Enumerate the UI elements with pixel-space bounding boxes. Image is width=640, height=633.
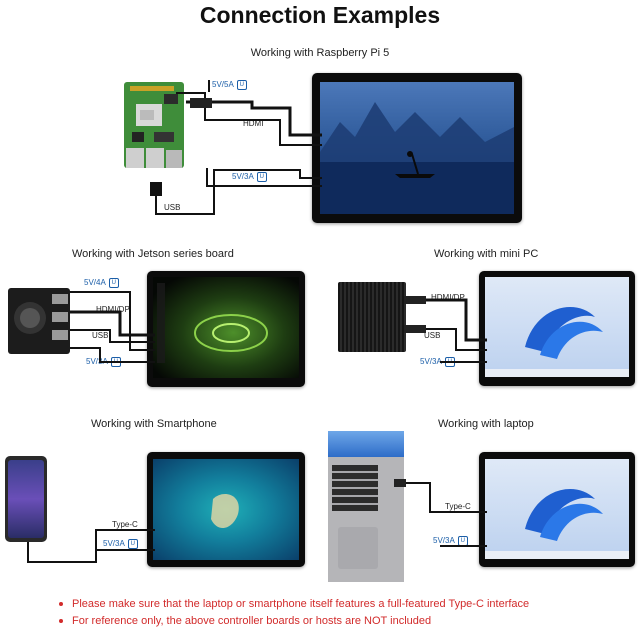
caption-mini-pc: Working with mini PC (434, 248, 539, 260)
windows-wallpaper (485, 277, 629, 377)
smartphone (5, 456, 47, 542)
bullet-icon (59, 619, 63, 624)
rpi-hdmi-label: HDMI (243, 119, 264, 128)
rpi-usb-label: USB (164, 203, 181, 212)
nvidia-wallpaper (153, 277, 299, 378)
laptop-typec-label: Type-C (445, 502, 471, 511)
bullet-icon (59, 602, 63, 607)
ocean-wallpaper (153, 459, 299, 560)
display-monitor-laptop (479, 452, 635, 567)
caption-jetson: Working with Jetson series board (72, 248, 234, 260)
page-title: Connection Examples (199, 2, 441, 28)
caption-smartphone: Working with Smartphone (91, 418, 217, 430)
minipc-usb-label: USB (424, 331, 441, 340)
display-monitor-minipc (479, 271, 635, 386)
display-monitor-jetson (147, 271, 305, 387)
caption-raspberry-pi: Working with Raspberry Pi 5 (250, 47, 390, 59)
jetson-usb-label: USB (92, 331, 109, 340)
laptop-keyboard (328, 457, 404, 582)
laptop (328, 431, 404, 582)
jetson-board (6, 284, 74, 358)
display-monitor-smartphone (147, 452, 305, 567)
smartphone-screen (8, 460, 44, 538)
raspberry-pi-board (122, 80, 186, 176)
note-typec-requirement: Please make sure that the laptop or smar… (59, 598, 529, 610)
windows-wallpaper-laptop (485, 459, 629, 559)
note-not-included: For reference only, the above controller… (59, 615, 431, 627)
laptop-screen (328, 431, 404, 457)
jetson-hdmi-label: HDMI/DP (96, 305, 130, 314)
caption-laptop: Working with laptop (438, 418, 534, 430)
display-monitor-raspberry (312, 73, 522, 223)
phone-typec-label: Type-C (112, 520, 138, 529)
mini-pc (338, 282, 406, 352)
minipc-hdmi-label: HDMI/DP (431, 293, 465, 302)
landscape-wallpaper (320, 82, 514, 214)
